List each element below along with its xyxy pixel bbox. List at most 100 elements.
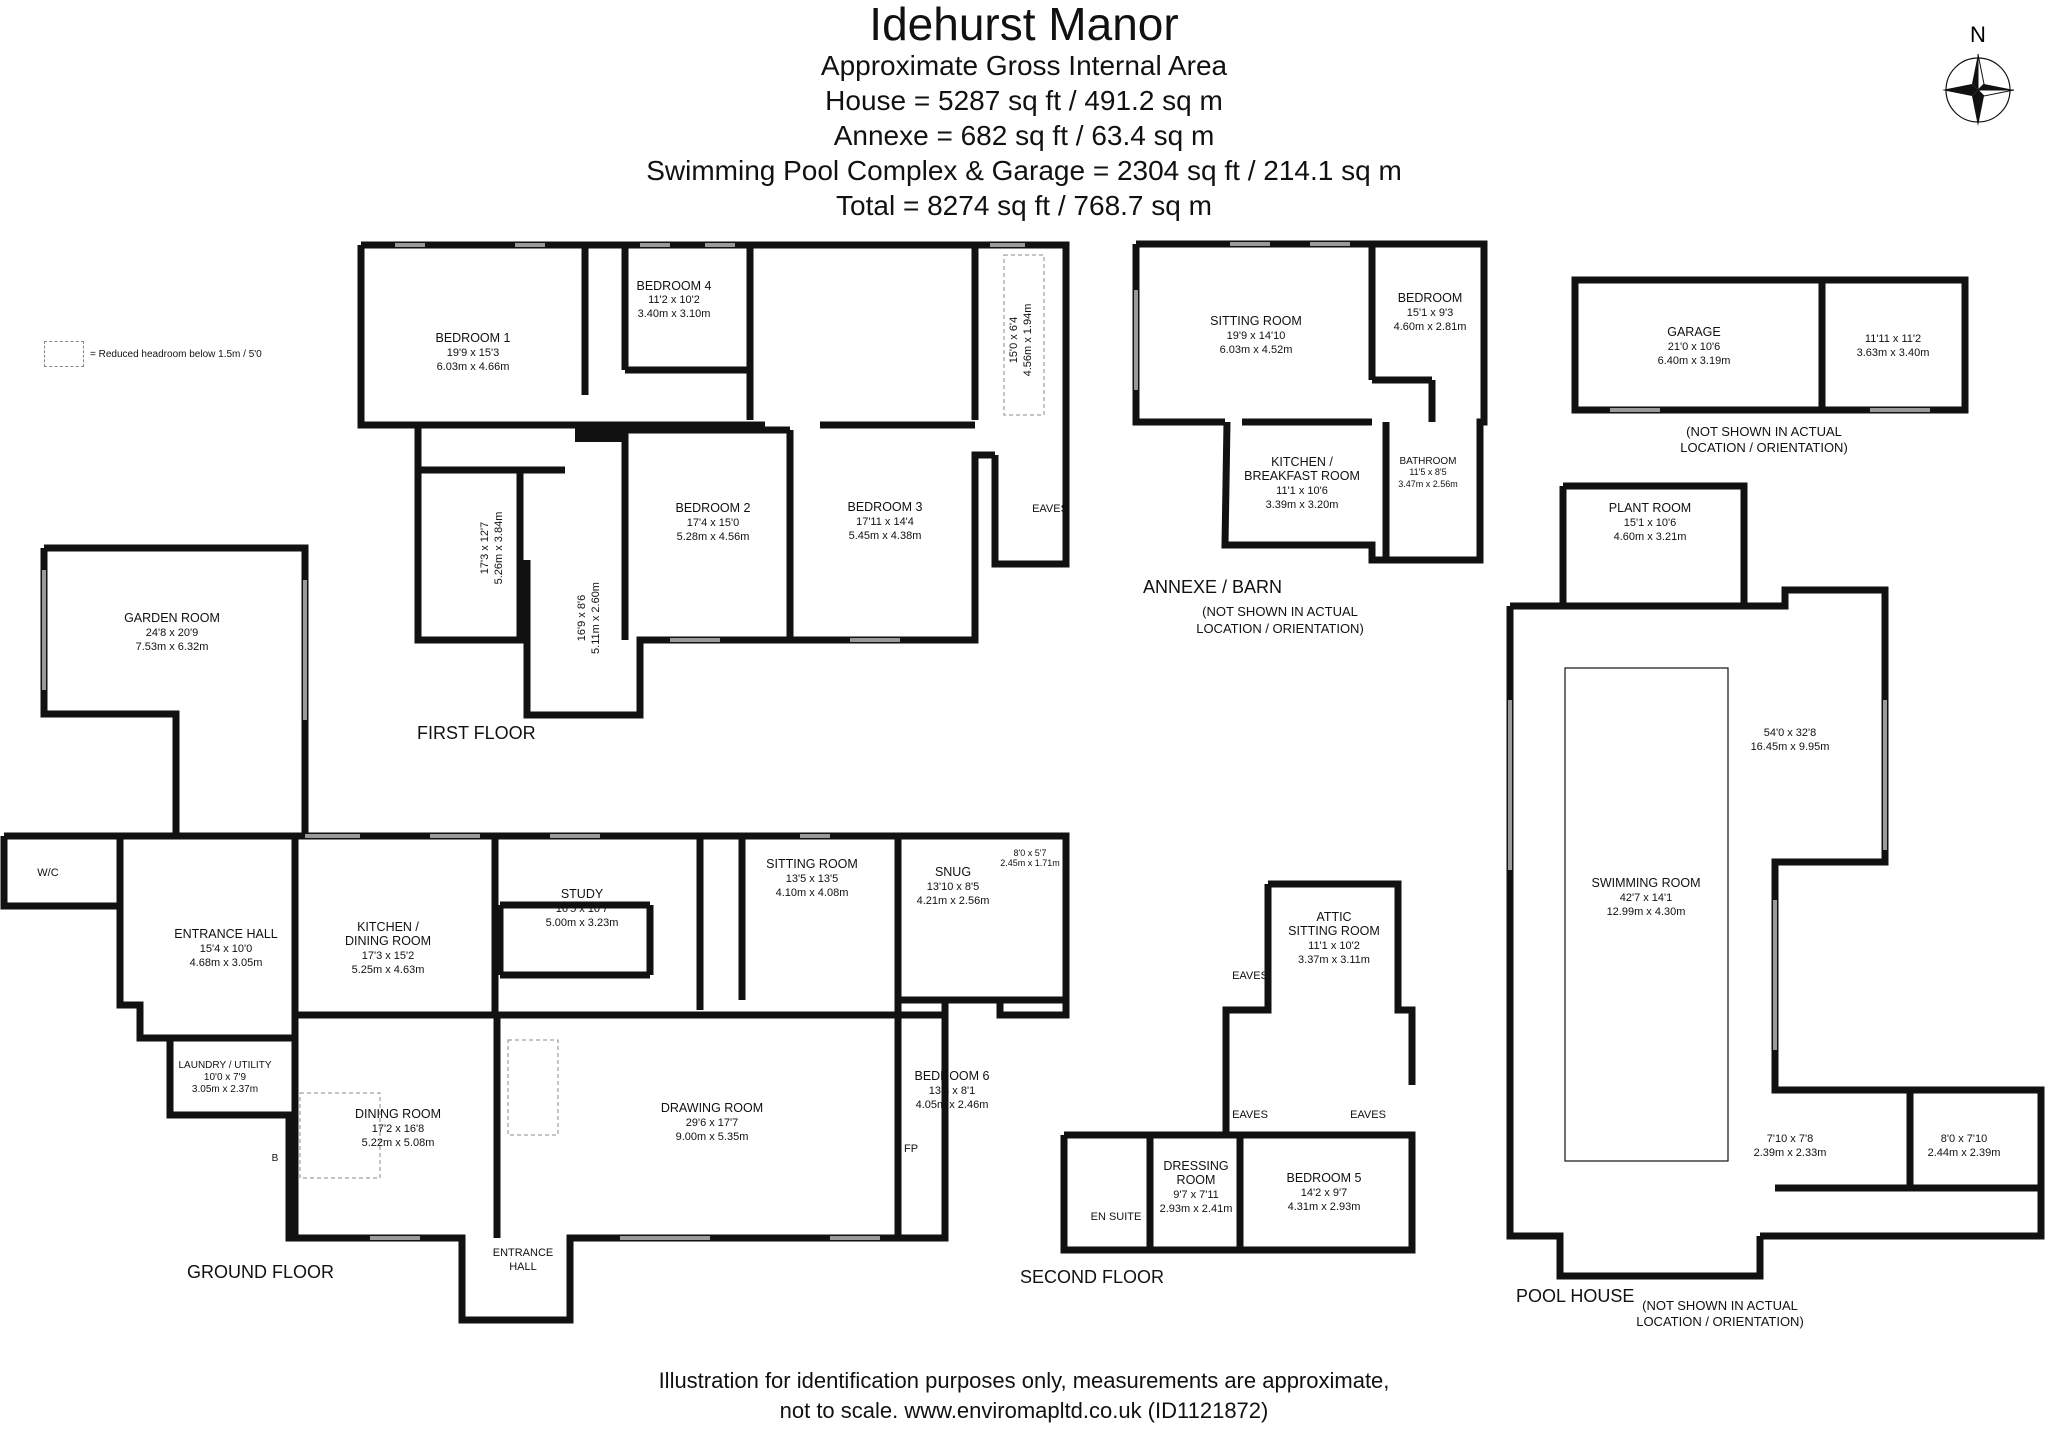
pool-house-walls	[1506, 482, 2045, 1280]
svg-text:SNUG: SNUG	[935, 865, 971, 879]
svg-text:2.45m x 1.71m: 2.45m x 1.71m	[1000, 858, 1060, 868]
svg-text:BEDROOM: BEDROOM	[1398, 291, 1463, 305]
room-entrance-hall: ENTRANCE HALL 15'4 x 10'0 4.68m x 3.05m	[174, 927, 278, 969]
svg-text:3.37m x 3.11m: 3.37m x 3.11m	[1298, 954, 1370, 966]
svg-text:13'5 x 13'5: 13'5 x 13'5	[786, 873, 839, 885]
svg-text:BEDROOM 1: BEDROOM 1	[435, 331, 510, 345]
svg-text:STUDY: STUDY	[561, 887, 604, 901]
room-pool-hall: 54'0 x 32'8 16.45m x 9.95m	[1751, 727, 1830, 753]
room-bedroom-6: BEDROOM 6 13'3 x 8'1 4.05m x 2.46m	[914, 1069, 989, 1111]
room-garage-store: 11'11 x 11'2 3.63m x 3.40m	[1857, 333, 1930, 359]
svg-text:17'2 x 16'8: 17'2 x 16'8	[372, 1123, 425, 1135]
svg-text:3.05m x 2.37m: 3.05m x 2.37m	[192, 1084, 258, 1095]
svg-text:4.31m x 2.93m: 4.31m x 2.93m	[1288, 1201, 1361, 1213]
svg-text:4.05m x 2.46m: 4.05m x 2.46m	[916, 1099, 989, 1111]
svg-text:PLANT ROOM: PLANT ROOM	[1609, 501, 1691, 515]
room-attic-sitting: ATTIC SITTING ROOM 11'1 x 10'2 3.37m x 3…	[1288, 910, 1380, 966]
pool-house-label: POOL HOUSE	[1516, 1286, 1634, 1306]
svg-text:15'1 x 10'6: 15'1 x 10'6	[1624, 517, 1677, 529]
room-drawing-room: DRAWING ROOM 29'6 x 17'7 9.00m x 5.35m	[661, 1101, 763, 1143]
svg-text:DINING ROOM: DINING ROOM	[355, 1107, 441, 1121]
room-kitchen-dining: KITCHEN / DINING ROOM 17'3 x 15'2 5.25m …	[345, 920, 431, 976]
room-plant-room: PLANT ROOM 15'1 x 10'6 4.60m x 3.21m	[1609, 501, 1691, 543]
svg-text:17'11 x 14'4: 17'11 x 14'4	[856, 516, 914, 528]
svg-text:2.44m x 2.39m: 2.44m x 2.39m	[1928, 1147, 2001, 1159]
svg-text:BEDROOM 3: BEDROOM 3	[847, 500, 922, 514]
svg-text:15'4 x 10'0: 15'4 x 10'0	[200, 943, 253, 955]
svg-text:10'0 x 7'9: 10'0 x 7'9	[204, 1072, 247, 1083]
room-garden-room: GARDEN ROOM 24'8 x 20'9 7.53m x 6.32m	[124, 611, 220, 653]
room-garage: GARAGE 21'0 x 10'6 6.40m x 3.19m	[1658, 325, 1731, 367]
legend-text: = Reduced headroom below 1.5m / 5'0	[90, 348, 262, 360]
svg-text:DRAWING ROOM: DRAWING ROOM	[661, 1101, 763, 1115]
room-changing-2: 8'0 x 7'10 2.44m x 2.39m	[1928, 1133, 2001, 1159]
svg-text:BEDROOM 5: BEDROOM 5	[1286, 1171, 1361, 1185]
svg-text:DRESSING: DRESSING	[1163, 1159, 1228, 1173]
svg-text:5.26m x 3.84m: 5.26m x 3.84m	[493, 512, 505, 585]
svg-text:16'9 x 8'6: 16'9 x 8'6	[576, 595, 588, 641]
disclaimer-footer: Illustration for identification purposes…	[0, 1366, 2048, 1426]
room-dining-room: DINING ROOM 17'2 x 16'8 5.22m x 5.08m	[355, 1107, 441, 1149]
svg-text:LAUNDRY / UTILITY: LAUNDRY / UTILITY	[179, 1060, 272, 1071]
svg-text:BREAKFAST ROOM: BREAKFAST ROOM	[1244, 469, 1360, 483]
svg-text:5.25m x 4.63m: 5.25m x 4.63m	[352, 964, 425, 976]
annexe-label: ANNEXE / BARN	[1143, 577, 1282, 597]
svg-text:13'3 x 8'1: 13'3 x 8'1	[929, 1085, 975, 1097]
svg-text:11'1 x 10'2: 11'1 x 10'2	[1308, 940, 1360, 952]
svg-text:GARAGE: GARAGE	[1667, 325, 1721, 339]
disclaimer-line-1: Illustration for identification purposes…	[658, 1368, 1390, 1393]
svg-text:14'2 x 9'7: 14'2 x 9'7	[1301, 1187, 1347, 1199]
garage-note-1: (NOT SHOWN IN ACTUAL	[1686, 424, 1842, 439]
property-title: Idehurst Manor	[869, 0, 1179, 50]
room-swimming-room: SWIMMING ROOM 42'7 x 14'1 12.99m x 4.30m	[1591, 876, 1700, 918]
svg-text:24'8 x 20'9: 24'8 x 20'9	[146, 627, 199, 639]
svg-text:3.63m x 3.40m: 3.63m x 3.40m	[1857, 347, 1930, 359]
svg-text:SITTING ROOM: SITTING ROOM	[1210, 314, 1302, 328]
area-annexe: Annexe = 682 sq ft / 63.4 sq m	[833, 120, 1215, 151]
room-first-bath-c: 15'0 x 6'4 4.56m x 1.94m	[1008, 304, 1034, 377]
room-entrance-hall-front: ENTRANCE HALL	[493, 1247, 554, 1273]
room-annexe-sitting: SITTING ROOM 19'9 x 14'10 6.03m x 4.52m	[1210, 314, 1302, 356]
svg-text:6.03m x 4.66m: 6.03m x 4.66m	[437, 361, 510, 373]
svg-text:29'6 x 17'7: 29'6 x 17'7	[686, 1117, 739, 1129]
svg-text:6.40m x 3.19m: 6.40m x 3.19m	[1658, 355, 1731, 367]
svg-text:DINING ROOM: DINING ROOM	[345, 934, 431, 948]
svg-text:4.60m x 3.21m: 4.60m x 3.21m	[1614, 531, 1687, 543]
svg-text:17'3 x 15'2: 17'3 x 15'2	[362, 950, 415, 962]
plan-header: Idehurst Manor Approximate Gross Interna…	[0, 0, 2048, 223]
room-snug: SNUG 13'10 x 8'5 4.21m x 2.56m	[917, 865, 990, 907]
svg-text:4.56m x 1.94m: 4.56m x 1.94m	[1022, 304, 1034, 377]
svg-text:42'7 x 14'1: 42'7 x 14'1	[1620, 892, 1673, 904]
headroom-legend: = Reduced headroom below 1.5m / 5'0	[44, 341, 262, 367]
svg-text:19'9 x 14'10: 19'9 x 14'10	[1227, 330, 1286, 342]
compass-icon: N	[1942, 22, 2015, 126]
swimming-pool	[1564, 667, 1729, 1162]
second-floor-walls	[1060, 880, 1416, 1254]
disclaimer-line-2: not to scale. www.enviromapltd.co.uk (ID…	[779, 1398, 1269, 1423]
svg-text:5.00m x 3.23m: 5.00m x 3.23m	[546, 917, 619, 929]
boiler-label: B	[272, 1153, 279, 1164]
svg-text:ATTIC: ATTIC	[1316, 910, 1351, 924]
svg-text:17'3 x 12'7: 17'3 x 12'7	[479, 522, 491, 575]
area-house: House = 5287 sq ft / 491.2 sq m	[825, 85, 1223, 116]
svg-text:16.45m x 9.95m: 16.45m x 9.95m	[1751, 741, 1830, 753]
annexe-note-2: LOCATION / ORIENTATION)	[1196, 621, 1364, 636]
svg-text:5.45m x 4.38m: 5.45m x 4.38m	[849, 530, 922, 542]
svg-text:12.99m x 4.30m: 12.99m x 4.30m	[1607, 906, 1686, 918]
svg-text:5.11m x 2.60m: 5.11m x 2.60m	[590, 582, 602, 654]
eaves-label-second-b: EAVES	[1232, 1109, 1268, 1121]
svg-text:SITTING ROOM: SITTING ROOM	[1288, 924, 1380, 938]
room-study: STUDY 16'5 x 10'7 5.00m x 3.23m	[546, 887, 619, 929]
garden-room-walls	[40, 544, 309, 836]
svg-text:7.53m x 6.32m: 7.53m x 6.32m	[136, 641, 209, 653]
svg-text:GARDEN ROOM: GARDEN ROOM	[124, 611, 220, 625]
svg-text:KITCHEN /: KITCHEN /	[1271, 455, 1333, 469]
svg-text:6.03m x 4.52m: 6.03m x 4.52m	[1220, 344, 1293, 356]
second-floor-label: SECOND FLOOR	[1020, 1267, 1164, 1287]
ground-floor-walls	[0, 832, 1070, 1324]
svg-text:SWIMMING ROOM: SWIMMING ROOM	[1591, 876, 1700, 890]
legend-swatch	[44, 341, 84, 367]
svg-text:11'5 x 8'5: 11'5 x 8'5	[1409, 467, 1446, 477]
svg-text:2.39m x 2.33m: 2.39m x 2.33m	[1754, 1147, 1827, 1159]
